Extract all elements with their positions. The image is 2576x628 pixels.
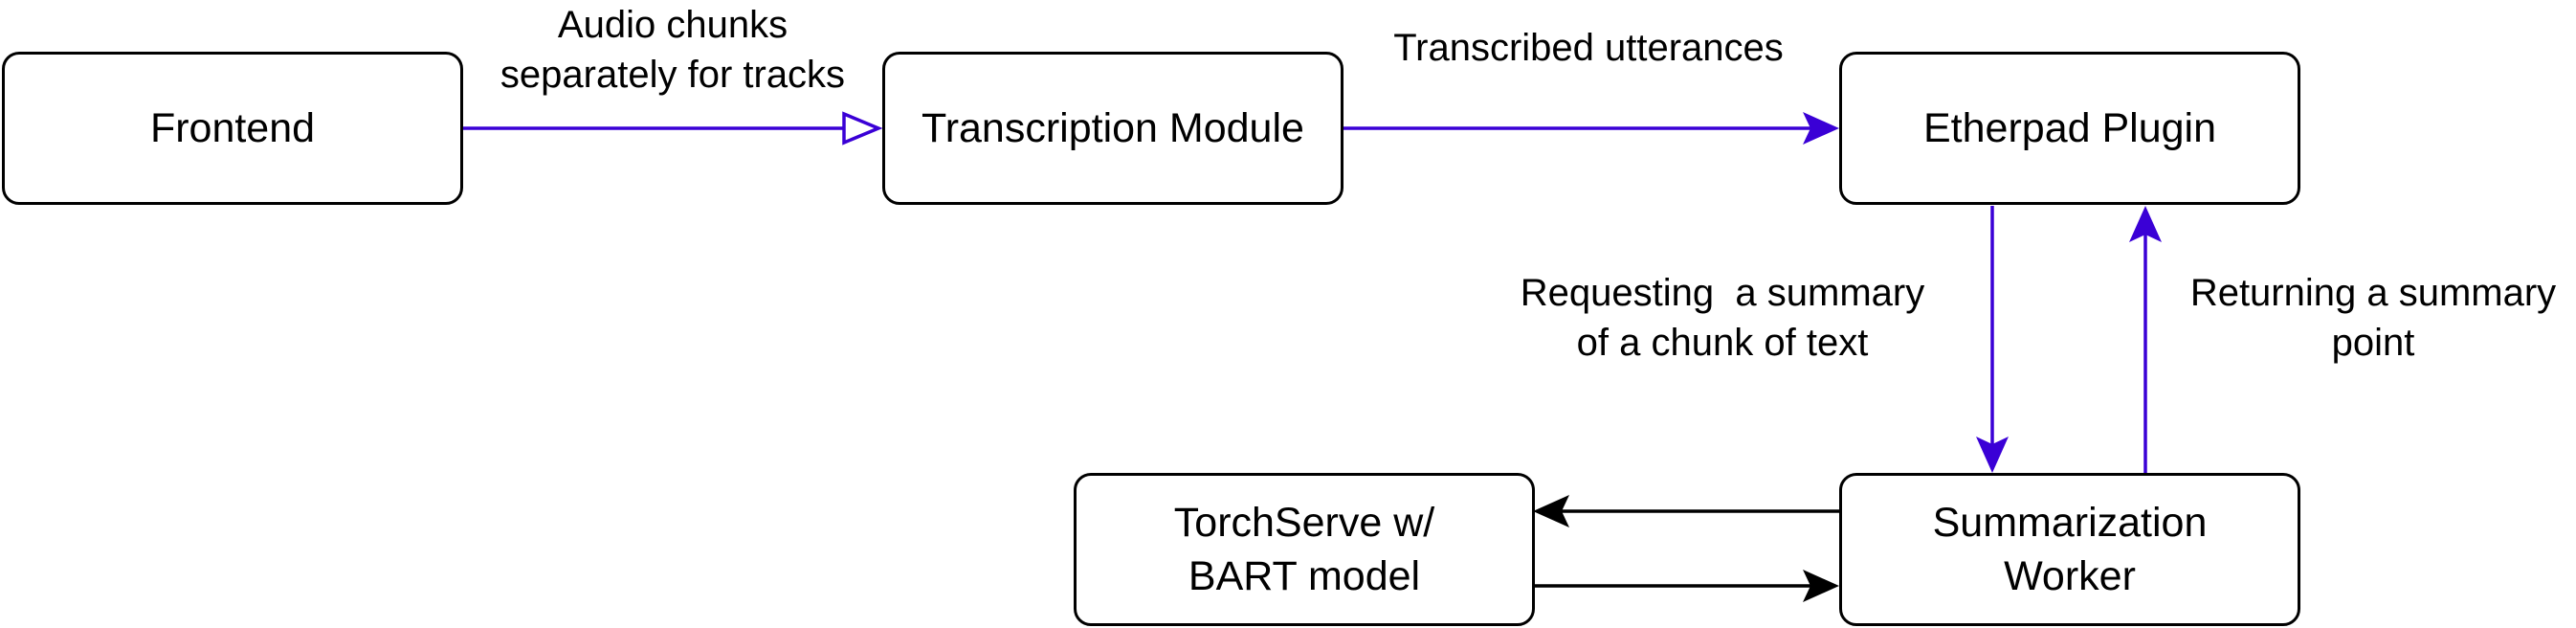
audio-chunks-label-line1: Audio chunks — [557, 4, 788, 46]
requesting-summary-label-line1: Requesting a summary — [1520, 272, 1925, 314]
edge-worker-to-torchserve — [1533, 495, 1839, 527]
summarization-worker-node: Summarization Worker — [1839, 473, 2300, 626]
summarization-worker-label-line2: Worker — [2004, 553, 2136, 599]
arrowhead-icon — [1976, 437, 2009, 473]
etherpad-plugin-label: Etherpad Plugin — [1923, 105, 2216, 151]
hollow-arrowhead-icon — [842, 111, 883, 146]
transcription-module-label: Transcription Module — [922, 105, 1304, 151]
requesting-summary-label-line2: of a chunk of text — [1576, 322, 1869, 364]
returning-summary-label: Returning a summary point — [2172, 268, 2574, 368]
requesting-summary-label: Requesting a summary of a chunk of text — [1493, 268, 1952, 368]
audio-chunks-label-line2: separately for tracks — [500, 54, 846, 96]
edge-transcription-to-etherpad — [1344, 112, 1839, 145]
arrowhead-icon — [1803, 570, 1839, 602]
returning-summary-label-line2: point — [2331, 322, 2415, 364]
torchserve-label-line2: BART model — [1188, 553, 1421, 599]
frontend-label: Frontend — [149, 105, 316, 151]
summarization-worker-label-line1: Summarization — [1932, 500, 2208, 546]
arrowhead-icon — [1803, 112, 1839, 145]
edge-torchserve-to-worker — [1533, 570, 1839, 602]
etherpad-plugin-node: Etherpad Plugin — [1839, 52, 2300, 205]
audio-chunks-label: Audio chunks separately for tracks — [481, 0, 864, 100]
edge-worker-to-etherpad — [2129, 206, 2162, 473]
edge-frontend-to-transcription — [463, 111, 883, 146]
transcribed-utterances-text: Transcribed utterances — [1393, 27, 1784, 69]
torchserve-label-line1: TorchServe w/ — [1173, 500, 1435, 546]
transcription-module-node: Transcription Module — [882, 52, 1344, 205]
arrowhead-icon — [2129, 206, 2162, 242]
arrowhead-icon — [1533, 495, 1569, 527]
torchserve-node: TorchServe w/ BART model — [1074, 473, 1535, 626]
returning-summary-label-line1: Returning a summary — [2189, 272, 2557, 314]
transcribed-utterances-label: Transcribed utterances — [1359, 23, 1818, 73]
frontend-node: Frontend — [2, 52, 463, 205]
edge-etherpad-to-worker — [1976, 206, 2009, 473]
